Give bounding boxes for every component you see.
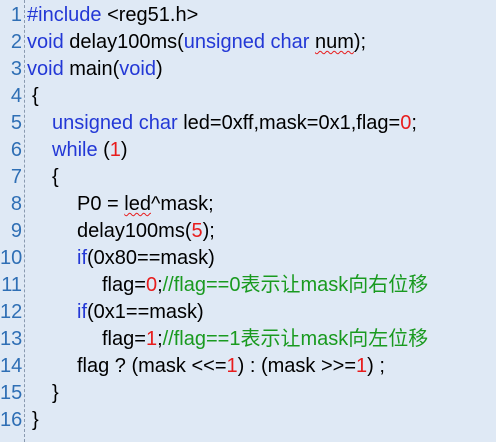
line-number: 14 — [0, 355, 23, 377]
line-number: 8 — [10, 193, 22, 215]
code-token: led=0xff,mask=0x1,flag= — [177, 112, 401, 134]
error-underlined-token: led — [124, 193, 151, 215]
code-token: (0x80==mask) — [87, 247, 215, 269]
code-token: ); — [353, 31, 367, 53]
code-token: ( — [97, 139, 110, 161]
code-token: { — [32, 85, 39, 107]
line-number: 15 — [0, 382, 23, 404]
code-text: void delay100ms(unsigned char num); — [27, 29, 366, 56]
code-line[interactable]: 1#include <reg51.h> — [0, 2, 496, 29]
code-token: ) : (mask >>= — [237, 355, 357, 377]
number-token: 0 — [400, 112, 412, 134]
line-number: 6 — [10, 139, 22, 161]
code-text: flag=1;//flag==1表示让mask向左位移 — [27, 326, 428, 353]
line-number: 5 — [10, 112, 22, 134]
keyword-token: #include — [27, 4, 102, 26]
number-token: 1 — [109, 139, 121, 161]
number-token: 5 — [191, 220, 203, 242]
code-token: ) ; — [367, 355, 385, 377]
code-text: { — [27, 83, 39, 110]
gutter-divider — [24, 0, 25, 442]
keyword-token: void — [27, 31, 64, 53]
keyword-token: char — [138, 112, 178, 134]
code-token: main( — [63, 58, 120, 80]
code-line[interactable]: 16} — [0, 407, 496, 434]
keyword-token: void — [27, 58, 64, 80]
keyword-token: void — [119, 58, 156, 80]
code-text: flag ? (mask <<=1) : (mask >>=1) ; — [27, 353, 385, 380]
line-number: 2 — [10, 31, 22, 53]
code-line[interactable]: 7{ — [0, 164, 496, 191]
number-token: 1 — [226, 355, 238, 377]
code-text: delay100ms(5); — [27, 218, 215, 245]
code-text: void main(void) — [27, 56, 163, 83]
line-number: 13 — [0, 328, 23, 350]
code-token: ) — [155, 58, 163, 80]
line-number: 10 — [0, 247, 23, 269]
comment-token: //flag==0表示让mask向右位移 — [162, 274, 429, 296]
code-text: #include <reg51.h> — [27, 2, 198, 29]
line-number: 11 — [1, 274, 22, 296]
code-token: delay100ms( — [63, 31, 184, 53]
code-token: } — [32, 409, 39, 431]
code-token: flag ? (mask <<= — [77, 355, 227, 377]
line-number: 4 — [10, 85, 22, 107]
code-text: unsigned char led=0xff,mask=0x1,flag=0; — [27, 110, 417, 137]
code-token: <reg51.h> — [101, 4, 199, 26]
code-text: while (1) — [27, 137, 128, 164]
code-token: ; — [411, 112, 417, 134]
code-token: ; — [157, 328, 163, 350]
code-token: delay100ms( — [77, 220, 192, 242]
code-token: flag= — [102, 328, 146, 350]
code-token: (0x1==mask) — [87, 301, 204, 323]
line-number: 16 — [0, 409, 23, 431]
code-text: } — [27, 380, 59, 407]
code-token: ); — [202, 220, 215, 242]
code-text: flag=0;//flag==0表示让mask向右位移 — [27, 272, 428, 299]
keyword-token: unsigned — [52, 112, 134, 134]
code-token: ^mask; — [150, 193, 214, 215]
code-token: { — [52, 166, 59, 188]
code-token: } — [52, 382, 59, 404]
number-token: 1 — [356, 355, 368, 377]
code-text: if(0x80==mask) — [27, 245, 215, 272]
line-number: 12 — [0, 301, 23, 323]
keyword-token: if — [77, 301, 87, 323]
comment-token: //flag==1表示让mask向左位移 — [162, 328, 429, 350]
code-text: } — [27, 407, 39, 434]
code-token: P0 = — [77, 193, 125, 215]
code-text: { — [27, 164, 59, 191]
keyword-token: while — [52, 139, 98, 161]
code-line[interactable]: 15} — [0, 380, 496, 407]
number-token: 0 — [145, 274, 158, 296]
code-token: ; — [157, 274, 163, 296]
code-text: P0 = led^mask; — [27, 191, 214, 218]
keyword-token: unsigned — [183, 31, 265, 53]
line-number: 3 — [10, 58, 22, 80]
code-text: if(0x1==mask) — [27, 299, 204, 326]
keyword-token: if — [77, 247, 87, 269]
line-number: 9 — [10, 220, 22, 242]
error-underlined-token: num — [314, 31, 354, 53]
keyword-token: char — [270, 31, 310, 53]
number-token: 1 — [145, 328, 158, 350]
code-line[interactable]: 4{ — [0, 83, 496, 110]
code-token: flag= — [102, 274, 146, 296]
code-token: ) — [120, 139, 128, 161]
line-number: 1 — [10, 4, 22, 26]
line-number: 7 — [10, 166, 22, 188]
